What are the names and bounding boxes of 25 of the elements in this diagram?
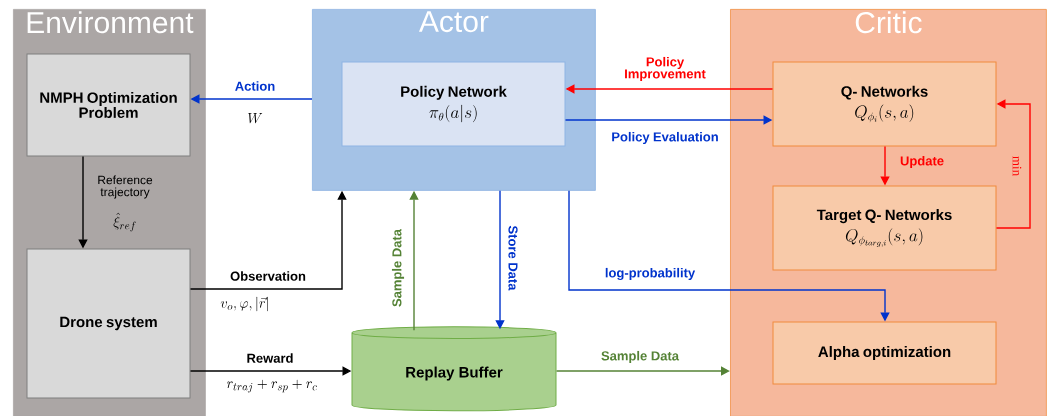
edge-label: Sample Data bbox=[601, 350, 680, 364]
formula-label: $v_o, \varphi, |\vec{r}|$ bbox=[220, 296, 268, 312]
arrow bbox=[555, 366, 730, 376]
edge-label: Update bbox=[900, 155, 944, 169]
network-box: Policy Network $\pi_{\theta}(a|s)$ bbox=[341, 61, 566, 147]
formula-label: $r_{traj} + r_{sp} + r_c$ bbox=[227, 379, 317, 393]
edge-label: Observation bbox=[230, 271, 306, 281]
edge-label: Policy Improvement bbox=[625, 56, 706, 82]
edge-label: min bbox=[1012, 156, 1022, 176]
network-box: Q- Networks $Q_{\phi_i}(s,a)$ bbox=[772, 61, 997, 147]
edge-label: Policy Evaluation bbox=[612, 131, 718, 145]
edge-label: Action bbox=[235, 81, 275, 91]
edge-label: log-probability bbox=[605, 267, 696, 281]
formula-label: $\hat{\xi}_{ref}$ bbox=[113, 212, 136, 232]
network-box: Target Q- Networks $Q_{\phi_{targ,i}}(s,a)$ bbox=[772, 185, 997, 271]
edge-label: Store Data bbox=[508, 225, 518, 291]
formula-label: $W$ bbox=[248, 113, 263, 124]
process-box: Alpha optimization bbox=[772, 321, 997, 385]
buffer-cylinder: Replay Buffer bbox=[351, 326, 557, 412]
process-box: Drone system bbox=[26, 248, 191, 399]
arrow bbox=[995, 99, 1031, 229]
process-box: NMPH Optimization Problem bbox=[26, 53, 191, 157]
edge-label: Reward bbox=[247, 353, 293, 363]
edge-label: Sample Data bbox=[391, 228, 405, 307]
edge-label: Reference trajectory bbox=[98, 175, 153, 199]
